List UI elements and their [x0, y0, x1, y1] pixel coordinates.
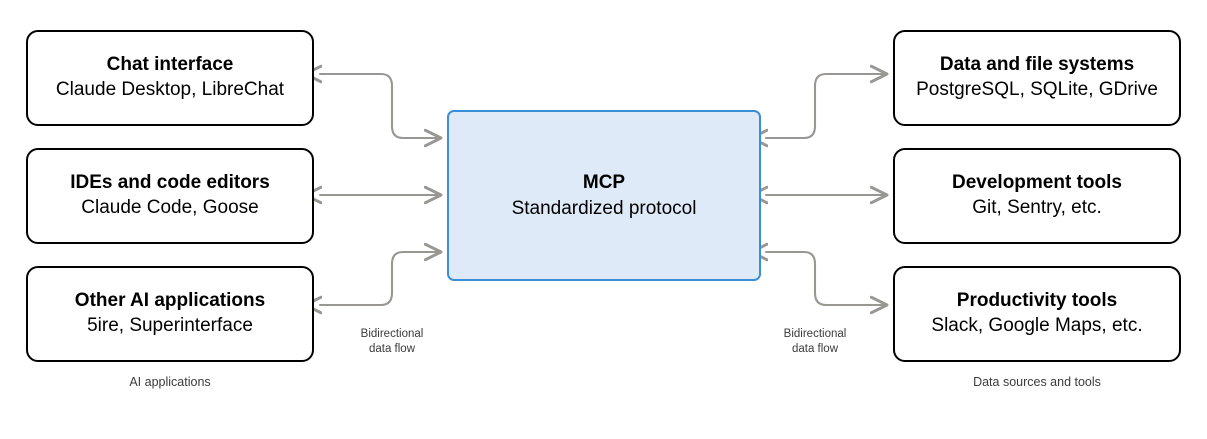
- node-data-file-systems[interactable]: Data and file systems PostgreSQL, SQLite…: [893, 30, 1181, 126]
- node-subtitle: Claude Desktop, LibreChat: [55, 79, 285, 100]
- node-title: Development tools: [952, 172, 1122, 194]
- node-subtitle: 5ire, Superinterface: [87, 315, 253, 336]
- connector-chat-interface: [320, 74, 441, 138]
- node-title: IDEs and code editors: [70, 172, 270, 194]
- flow-label-left: Bidirectional data flow: [360, 328, 424, 356]
- node-subtitle: Claude Code, Goose: [81, 197, 259, 218]
- node-productivity-tools[interactable]: Productivity tools Slack, Google Maps, e…: [893, 266, 1181, 362]
- hub-subtitle: Standardized protocol: [511, 197, 697, 219]
- node-title: Other AI applications: [74, 290, 266, 312]
- connector-data-file-systems: [766, 74, 887, 138]
- node-title: Chat interface: [106, 54, 234, 76]
- node-subtitle: Slack, Google Maps, etc.: [931, 315, 1143, 336]
- node-other-ai-applications[interactable]: Other AI applications 5ire, Superinterfa…: [26, 266, 314, 362]
- connector-productivity-tools: [766, 252, 887, 305]
- connector-other-ai-applications: [320, 252, 441, 305]
- hub-title: MCP: [582, 171, 626, 193]
- node-chat-interface[interactable]: Chat interface Claude Desktop, LibreChat: [26, 30, 314, 126]
- node-subtitle: Git, Sentry, etc.: [972, 197, 1102, 218]
- node-ides-code-editors[interactable]: IDEs and code editors Claude Code, Goose: [26, 148, 314, 244]
- group-caption-right: Data sources and tools: [973, 375, 1101, 389]
- node-mcp-hub[interactable]: MCP Standardized protocol: [447, 110, 761, 281]
- node-development-tools[interactable]: Development tools Git, Sentry, etc.: [893, 148, 1181, 244]
- node-title: Data and file systems: [939, 54, 1135, 76]
- flow-label-right: Bidirectional data flow: [783, 328, 847, 356]
- node-title: Productivity tools: [956, 290, 1118, 312]
- node-subtitle: PostgreSQL, SQLite, GDrive: [916, 79, 1158, 100]
- group-caption-left: AI applications: [129, 375, 211, 389]
